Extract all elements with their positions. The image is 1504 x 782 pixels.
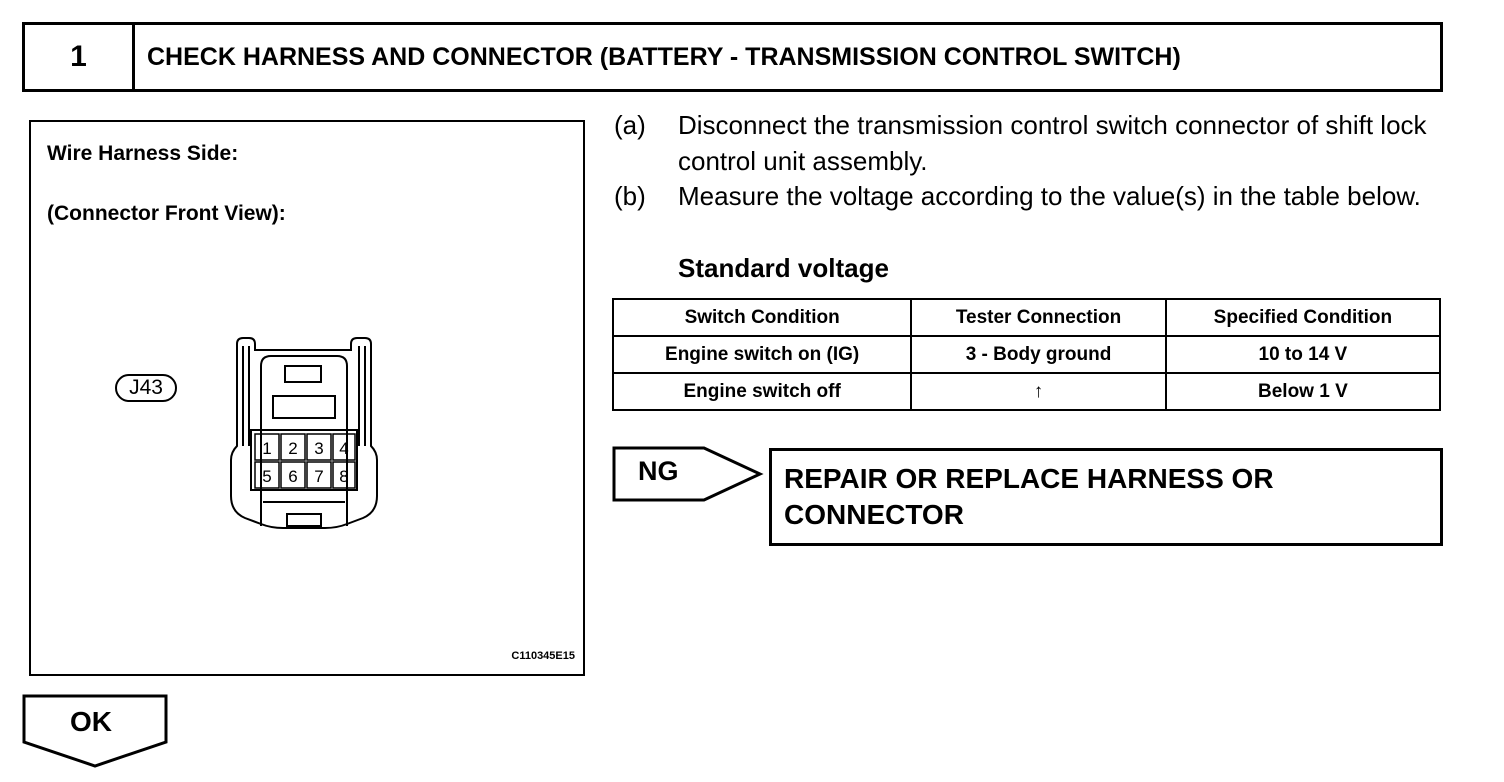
table-header-cell: Specified Condition [1164, 298, 1442, 337]
figure-label-front-view: (Connector Front View): [47, 202, 286, 225]
pin-label: 2 [288, 439, 297, 458]
table-cell: Engine switch on (IG) [611, 335, 913, 374]
step-title: CHECK HARNESS AND CONNECTOR (BATTERY - T… [147, 42, 1181, 71]
table-row: Engine switch off ↑ Below 1 V [611, 372, 1442, 411]
step-b-text: Measure the voltage according to the val… [678, 181, 1421, 211]
table-header-row: Switch Condition Tester Connection Speci… [611, 298, 1442, 337]
table-cell: Engine switch off [611, 372, 913, 411]
figure-code: C110345E15 [511, 650, 575, 662]
ok-arrow-icon [22, 694, 168, 768]
pin-label: 5 [262, 467, 271, 486]
step-a-text: Disconnect the transmission control swit… [678, 110, 1427, 176]
table-cell: ↑ [910, 372, 1167, 411]
table-cell: Below 1 V [1164, 372, 1442, 411]
ok-label: OK [70, 706, 112, 737]
pin-label: 3 [314, 439, 323, 458]
table-header-cell: Switch Condition [611, 298, 913, 337]
pin-label: 7 [314, 467, 323, 486]
step-a-letter: (a) [614, 110, 646, 140]
table-cell: 3 - Body ground [910, 335, 1167, 374]
ng-arrow-icon [612, 446, 764, 502]
table-row: Engine switch on (IG) 3 - Body ground 10… [611, 335, 1442, 374]
step-b-letter: (b) [614, 181, 646, 211]
pin-label: 8 [339, 467, 348, 486]
table-cell: 10 to 14 V [1164, 335, 1442, 374]
pin-label: 1 [262, 439, 271, 458]
voltage-table: Switch Condition Tester Connection Speci… [611, 298, 1442, 411]
ng-action-box: REPAIR OR REPLACE HARNESS OR CONNECTOR [769, 448, 1443, 546]
standard-voltage-label: Standard voltage [678, 253, 889, 283]
figure-label-harness-side: Wire Harness Side: [47, 142, 239, 165]
pin-label: 4 [339, 439, 348, 458]
connector-id-label: J43 [115, 374, 177, 402]
step-header: 1 CHECK HARNESS AND CONNECTOR (BATTERY -… [22, 22, 1443, 92]
ng-label: NG [638, 456, 679, 486]
step-number: 1 [25, 25, 135, 89]
table-header-cell: Tester Connection [910, 298, 1167, 337]
connector-drawing-icon: 1 2 3 4 5 6 7 8 [230, 337, 378, 529]
connector-figure: Wire Harness Side: (Connector Front View… [29, 120, 585, 676]
pin-label: 6 [288, 467, 297, 486]
